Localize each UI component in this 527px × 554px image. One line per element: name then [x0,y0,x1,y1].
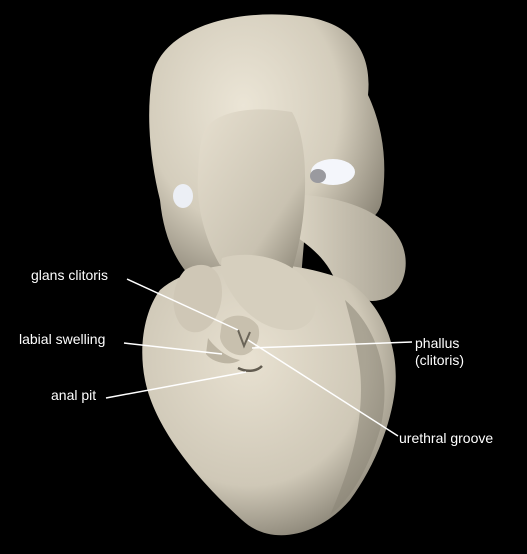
right-limb-bud [221,254,316,330]
body-shadow [330,300,385,515]
tail-shape [197,109,306,270]
anal-pit-shape [237,365,263,372]
labial-swelling-shape [206,338,240,364]
leader-phallus [251,341,413,349]
label-glans-clitoris: glans clitoris [31,267,109,283]
leader-labial-swelling [123,342,223,355]
label-labial-swelling: labial swelling [19,331,106,347]
right-limb-shape [290,195,406,301]
label-phallus-line2: (clitoris) [415,352,464,368]
label-phallus: phallus (clitoris) [415,335,464,369]
leader-urethral-groove [247,339,399,437]
label-urethral-groove: urethral groove [399,430,494,446]
lower-body-shape [142,263,396,536]
right-eye-shadow [310,169,326,183]
left-eye-shape [173,184,193,208]
leader-glans-clitoris [126,278,239,331]
urethral-groove-shape [237,329,251,349]
leader-anal-pit [105,371,247,399]
label-anal-pit: anal pit [51,387,97,403]
left-limb-bud [173,264,222,333]
label-phallus-line1: phallus [415,335,460,351]
